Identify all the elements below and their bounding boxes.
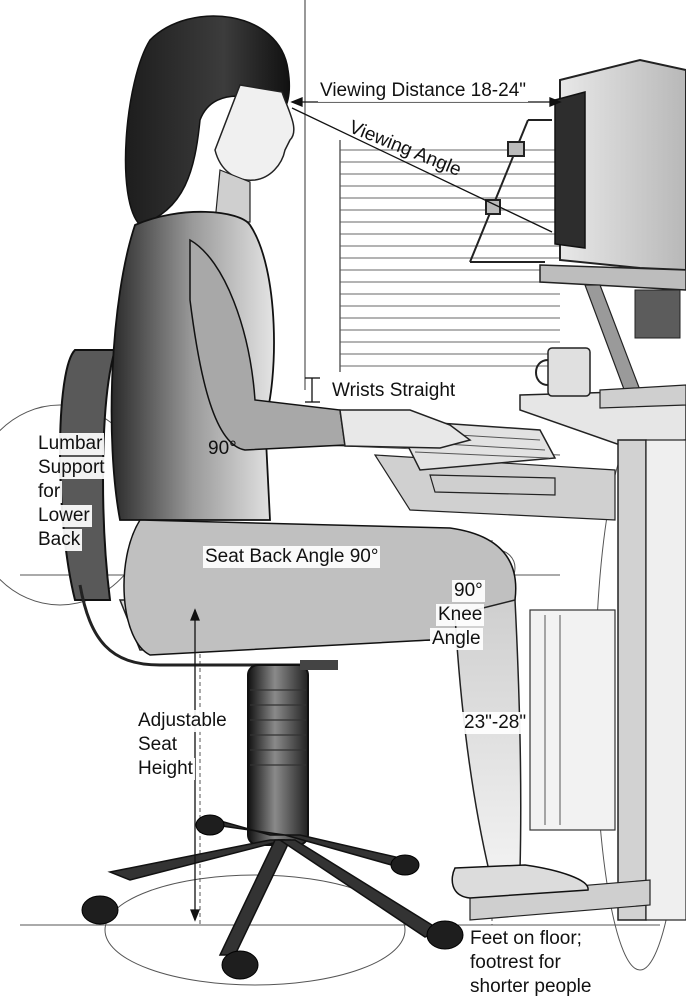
seat-back-angle-label: Seat Back Angle 90° [203, 546, 380, 568]
lumbar-line-2: Support [36, 457, 107, 479]
coffee-mug [536, 348, 590, 396]
knee-line-1: 90° [452, 580, 485, 602]
seat-height-line-1: Adjustable [136, 710, 229, 732]
viewing-distance-label: Viewing Distance 18-24" [318, 80, 528, 102]
seat-height-line-3: Height [136, 758, 195, 780]
feet-line-2: footrest for [468, 952, 563, 974]
wrists-straight-label: Wrists Straight [330, 380, 457, 402]
feet-line-1: Feet on floor; [468, 928, 584, 950]
lumbar-line-5: Back [36, 529, 82, 551]
knee-line-3: Angle [430, 628, 483, 650]
lumbar-line-3: for [36, 481, 62, 503]
lumbar-line-4: Lower [36, 505, 92, 527]
feet-line-3: shorter people [468, 976, 593, 998]
knee-line-2: Knee [436, 604, 484, 626]
window-blinds [305, 0, 560, 390]
elbow-angle-label: 90° [206, 438, 239, 460]
document-holder [470, 120, 552, 262]
lumbar-line-1: Lumbar [36, 433, 104, 455]
desk-height-label: 23"-28" [462, 712, 528, 734]
seat-height-line-2: Seat [136, 734, 179, 756]
